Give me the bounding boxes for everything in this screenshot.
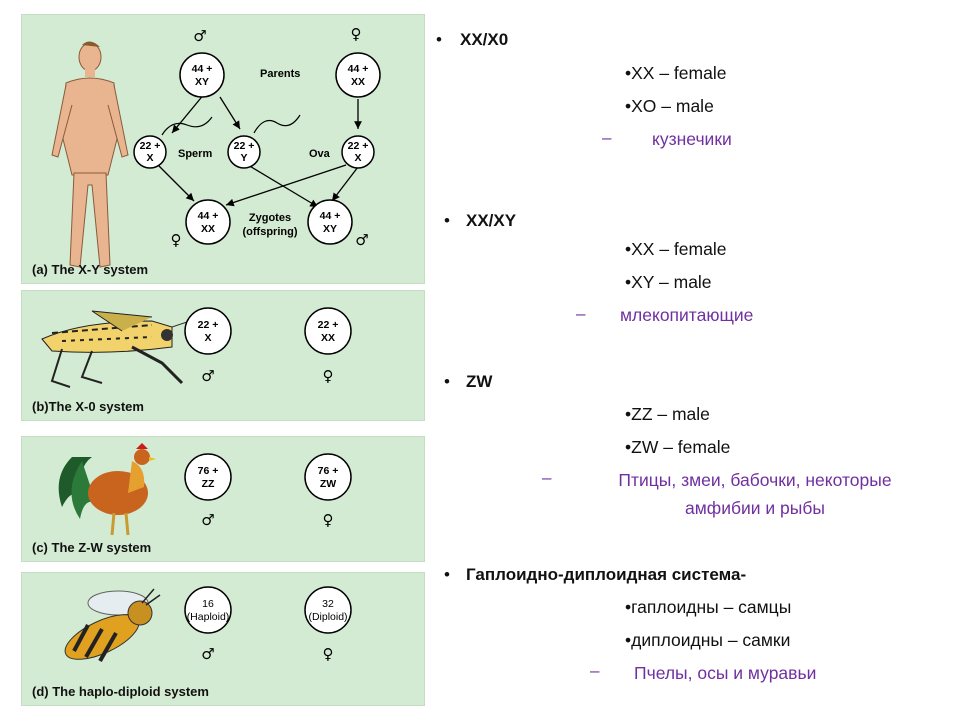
haplo-diploid-panel: 16 (Haploid) ♂ 32 (Diploid) ♀ (d) The ha…	[21, 572, 425, 706]
section-title-xx-xy: XX/XY	[466, 211, 517, 230]
svg-text:22 +: 22 +	[348, 140, 369, 152]
sub-item: •XO – male	[625, 96, 714, 116]
male-zz-cell: 76 + ZZ	[184, 453, 232, 501]
sub-item: •ZW – female	[625, 437, 731, 457]
grasshopper-icon	[41, 310, 191, 388]
bullet: •	[444, 372, 450, 391]
section-title-xx-x0: XX/X0	[460, 30, 509, 49]
svg-text:44 +: 44 +	[198, 210, 219, 222]
haplo-diploid-caption: (d) The haplo-diploid system	[32, 684, 209, 699]
section-title-zw: ZW	[466, 372, 493, 391]
svg-text:32: 32	[322, 598, 334, 610]
svg-text:22 +: 22 +	[140, 140, 161, 152]
svg-text:XX: XX	[321, 332, 335, 344]
svg-text:Y: Y	[240, 152, 247, 164]
dash: –	[590, 661, 600, 680]
xy-system-diagram: 44 + XY ♂ 44 + XX ♀ Parents 22 + X 22 + …	[51, 25, 381, 268]
svg-text:X: X	[204, 332, 211, 344]
zygote-male-cell: 44 + XY	[307, 199, 353, 245]
svg-text:44 +: 44 +	[192, 63, 213, 75]
sub-item: •диплоидны – самки	[625, 630, 791, 650]
male-symbol: ♂	[201, 367, 214, 385]
bullet: •	[444, 565, 450, 584]
svg-text:XY: XY	[195, 76, 209, 88]
xy-system-caption: (a) The X-Y system	[32, 262, 149, 277]
text-column: • XX/X0 •XX – female •XO – male – кузнеч…	[430, 0, 960, 720]
svg-text:XX: XX	[351, 76, 365, 88]
svg-text:22 +: 22 +	[234, 140, 255, 152]
female-symbol: ♀	[351, 25, 362, 43]
zw-system-panel: 76 + ZZ ♂ 76 + ZW ♀ (c) The Z-W system	[21, 436, 425, 562]
x0-system-caption: (b)The X-0 system	[32, 399, 144, 414]
zw-system-diagram: 76 + ZZ ♂ 76 + ZW ♀	[58, 443, 352, 536]
male-symbol: ♂	[201, 645, 214, 663]
svg-text:ZW: ZW	[320, 478, 336, 490]
female-symbol: ♀	[323, 511, 334, 529]
sub-item: •ZZ – male	[625, 404, 710, 424]
zygotes-label: Zygotes	[249, 212, 291, 224]
haplo-diploid-diagram: 16 (Haploid) ♂ 32 (Diploid) ♀	[64, 586, 352, 663]
female-x0-cell: 22 + XX	[304, 307, 352, 355]
parents-label: Parents	[260, 68, 300, 80]
svg-text:XY: XY	[323, 223, 337, 235]
note-birds-line2: амфибии и рыбы	[685, 498, 825, 518]
ova-label: Ova	[309, 148, 331, 160]
svg-text:ZZ: ZZ	[202, 478, 215, 490]
female-symbol: ♀	[323, 367, 334, 385]
svg-text:44 +: 44 +	[320, 210, 341, 222]
sperm-y-cell: 22 + Y	[227, 135, 261, 169]
offspring-label: (offspring)	[243, 226, 298, 238]
sub-item: •XX – female	[625, 63, 727, 83]
female-diploid-cell: 32 (Diploid)	[304, 586, 352, 634]
male-symbol: ♂	[201, 511, 214, 529]
svg-text:(Haploid): (Haploid)	[187, 611, 230, 623]
section-title-haplodiploid: Гаплоидно-диплоидная система-	[466, 565, 747, 584]
bullet: •	[444, 211, 450, 230]
svg-text:22 +: 22 +	[198, 319, 219, 331]
human-figure-icon	[51, 41, 129, 268]
note-birds-line1: Птицы, змеи, бабочки, некоторые	[618, 470, 892, 490]
sub-item: •гаплоидны – самцы	[625, 597, 792, 617]
ovum-x-cell: 22 + X	[341, 135, 375, 169]
male-symbol: ♂	[355, 231, 368, 249]
svg-text:(Diploid): (Diploid)	[308, 611, 347, 623]
svg-text:44 +: 44 +	[348, 63, 369, 75]
note-mammals: млекопитающие	[620, 305, 754, 325]
dash: –	[576, 304, 586, 323]
zw-system-caption: (c) The Z-W system	[32, 540, 152, 555]
x0-system-panel: 22 + X ♂ 22 + XX ♀ (b)The X-0 system	[21, 290, 425, 421]
rooster-icon	[58, 443, 156, 536]
dash: –	[542, 468, 552, 487]
note-bees: Пчелы, осы и муравьи	[634, 663, 817, 683]
male-parent-cell: 44 + XY	[179, 52, 225, 98]
sub-item: •XX – female	[625, 239, 727, 259]
svg-text:76 +: 76 +	[198, 465, 219, 477]
male-haploid-cell: 16 (Haploid)	[184, 586, 232, 634]
sperm-label: Sperm	[178, 148, 212, 160]
male-x0-cell: 22 + X	[184, 307, 232, 355]
svg-text:76 +: 76 +	[318, 465, 339, 477]
note-grasshoppers: кузнечики	[652, 129, 732, 149]
female-symbol: ♀	[323, 645, 334, 663]
sub-item: •XY – male	[625, 272, 712, 292]
svg-text:XX: XX	[201, 223, 215, 235]
svg-text:16: 16	[202, 598, 214, 610]
bee-icon	[64, 588, 161, 662]
zygote-female-cell: 44 + XX	[185, 199, 231, 245]
svg-text:22 +: 22 +	[318, 319, 339, 331]
svg-text:X: X	[146, 152, 153, 164]
male-symbol: ♂	[193, 27, 206, 45]
dash: –	[602, 128, 612, 147]
x0-system-diagram: 22 + X ♂ 22 + XX ♀	[41, 307, 352, 388]
female-zw-cell: 76 + ZW	[304, 453, 352, 501]
sperm-x-cell: 22 + X	[133, 135, 167, 169]
female-parent-cell: 44 + XX	[335, 52, 381, 98]
female-symbol: ♀	[171, 231, 182, 249]
xy-system-panel: 44 + XY ♂ 44 + XX ♀ Parents 22 + X 22 + …	[21, 14, 425, 284]
svg-text:X: X	[354, 152, 361, 164]
bullet: •	[436, 30, 442, 49]
